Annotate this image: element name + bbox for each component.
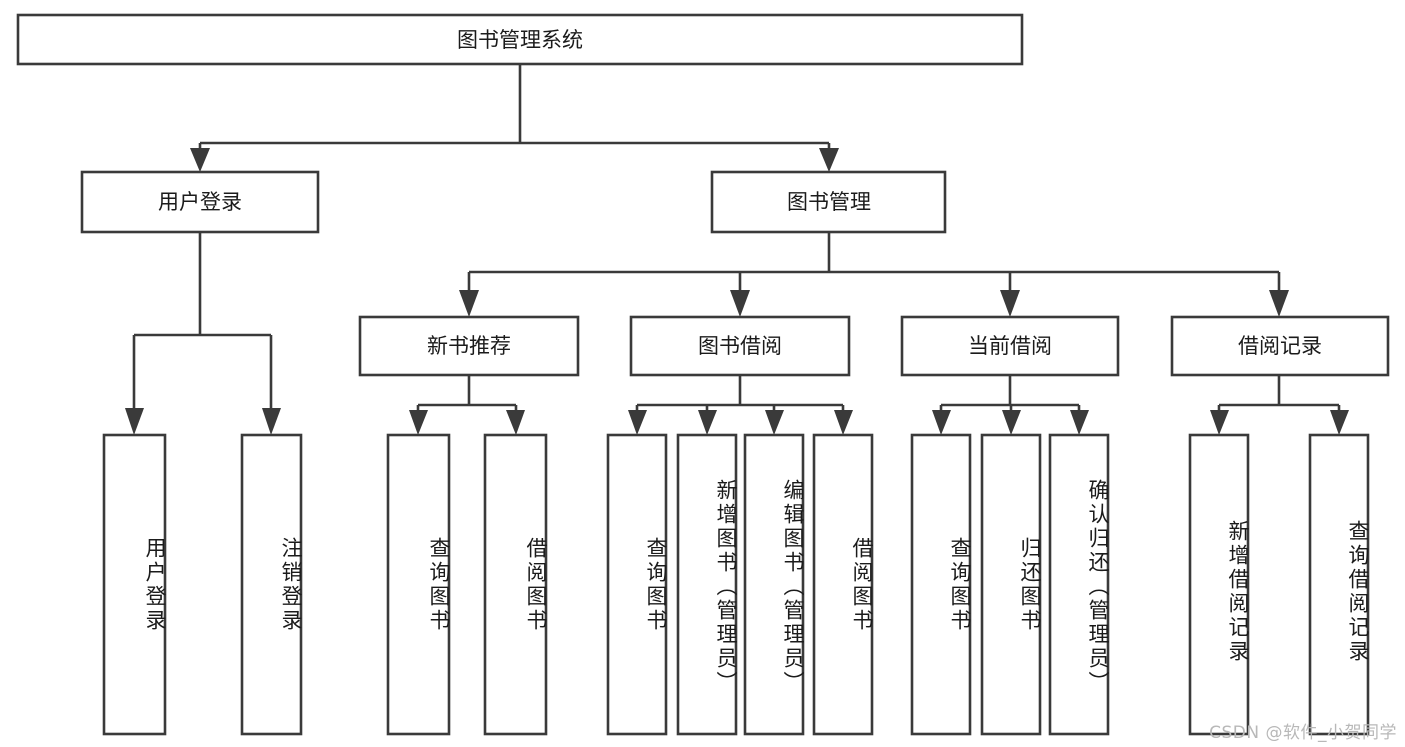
leaf-box-leaf-query-record[interactable]	[1308, 433, 1370, 736]
arrow-head-user-login	[190, 148, 210, 172]
node-borrow-record-label: 借阅记录	[1238, 334, 1322, 358]
node-new-book-recommend-label: 新书推荐	[427, 334, 511, 358]
node-layer: 图书管理系统 用户登录 图书管理 新书推荐 图书借阅 当前借阅 借阅记录	[16, 13, 1390, 736]
arrow-head-borrow-record	[1269, 290, 1289, 317]
csdn-watermark: CSDN @软件_小贺同学	[1209, 723, 1397, 743]
leaf-box-leaf-user-logout[interactable]	[240, 433, 303, 736]
arrow-head-leaf-add-record	[1210, 410, 1229, 435]
leaf-box-leaf-query-book-1[interactable]	[386, 433, 451, 736]
node-borrow-record[interactable]	[1170, 315, 1390, 377]
arrow-head-leaf-user-login	[125, 408, 144, 435]
node-current-borrow[interactable]	[900, 315, 1120, 377]
leaf-box-leaf-user-login[interactable]	[102, 433, 167, 736]
arrow-head-new-book-recommend	[459, 290, 479, 317]
arrow-head-leaf-edit-book	[765, 410, 784, 435]
arrow-head-leaf-query-book-1	[409, 410, 428, 435]
arrow-head-current-borrow	[1000, 290, 1020, 317]
arrow-head-leaf-query-record	[1330, 410, 1349, 435]
leaf-box-leaf-add-record[interactable]	[1188, 433, 1250, 736]
leaf-box-leaf-return-book[interactable]	[980, 433, 1042, 736]
leaf-box-leaf-edit-book[interactable]	[743, 433, 805, 736]
leaf-box-leaf-add-book[interactable]	[676, 433, 738, 736]
arrow-head-leaf-return-book	[1002, 410, 1021, 435]
arrow-head-leaf-query-book-3	[932, 410, 951, 435]
node-user-login[interactable]	[80, 170, 320, 234]
node-root[interactable]	[16, 13, 1024, 66]
arrow-head-leaf-user-logout	[262, 408, 281, 435]
leaf-box-leaf-query-book-3[interactable]	[910, 433, 972, 736]
node-book-borrow[interactable]	[629, 315, 851, 377]
arrow-head-leaf-confirm-return	[1070, 410, 1089, 435]
node-book-borrow-label: 图书借阅	[698, 334, 782, 358]
node-root-label: 图书管理系统	[457, 28, 583, 52]
leaf-box-layer	[102, 433, 1370, 736]
leaf-box-leaf-borrow-book-1[interactable]	[483, 433, 548, 736]
arrow-head-leaf-borrow-book-1	[506, 410, 525, 435]
leaf-box-leaf-confirm-return[interactable]	[1048, 433, 1110, 736]
arrow-head-leaf-borrow-book-2	[834, 410, 853, 435]
arrow-head-leaf-add-book	[698, 410, 717, 435]
connector-layer	[125, 64, 1349, 435]
arrow-head-leaf-query-book-2	[628, 410, 647, 435]
node-current-borrow-label: 当前借阅	[968, 334, 1052, 358]
leaf-box-leaf-borrow-book-2[interactable]	[812, 433, 874, 736]
node-book-manage-label: 图书管理	[787, 190, 871, 214]
node-user-login-label: 用户登录	[158, 190, 242, 214]
arrow-head-book-borrow	[730, 290, 750, 317]
arrow-head-book-manage	[819, 148, 839, 172]
node-new-book-recommend[interactable]	[358, 315, 580, 377]
leaf-box-leaf-query-book-2[interactable]	[606, 433, 668, 736]
node-book-manage[interactable]	[710, 170, 947, 234]
